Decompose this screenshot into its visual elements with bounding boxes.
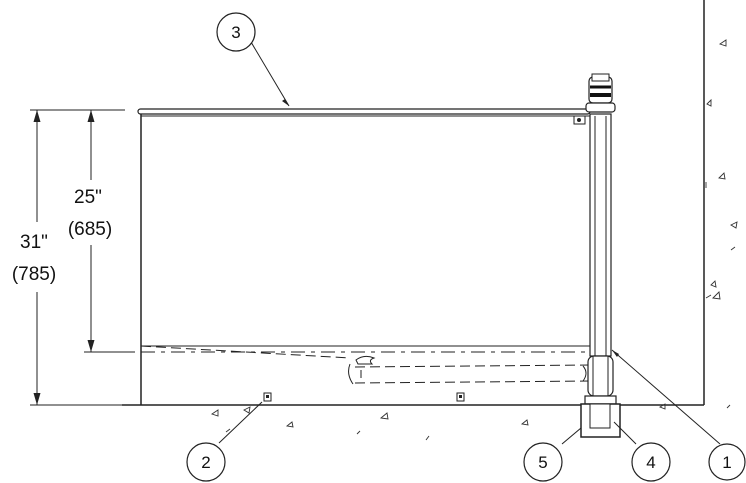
- dimension-outer: [30, 109, 125, 406]
- internal-pipe: [348, 355, 591, 385]
- anchor-bracket: [263, 392, 465, 402]
- callout-1-number: 1: [722, 453, 731, 472]
- floor-slab: [122, 403, 704, 441]
- tank-lid: [137, 108, 591, 115]
- outer-height-imperial: 31": [20, 232, 48, 253]
- callout-5: 5: [523, 442, 563, 482]
- callout-1: 1: [708, 443, 746, 481]
- callout-3: 3: [216, 12, 256, 52]
- dimension-inner: [84, 110, 135, 353]
- callout-3-number: 3: [231, 23, 240, 42]
- inner-height-imperial: 25": [74, 187, 102, 208]
- callout-4-number: 4: [646, 453, 655, 472]
- callout-2-number: 2: [201, 453, 210, 472]
- riser-pipe: [573, 73, 616, 397]
- inner-height-metric: (685): [68, 219, 112, 240]
- callout-2: 2: [186, 442, 226, 482]
- callout-4: 4: [631, 442, 671, 482]
- leader-lines: [218, 41, 721, 445]
- outer-height-metric: (785): [12, 264, 56, 285]
- tank: [140, 111, 590, 405]
- wall: [703, 0, 738, 409]
- base-footing: [580, 395, 621, 438]
- callout-5-number: 5: [538, 453, 547, 472]
